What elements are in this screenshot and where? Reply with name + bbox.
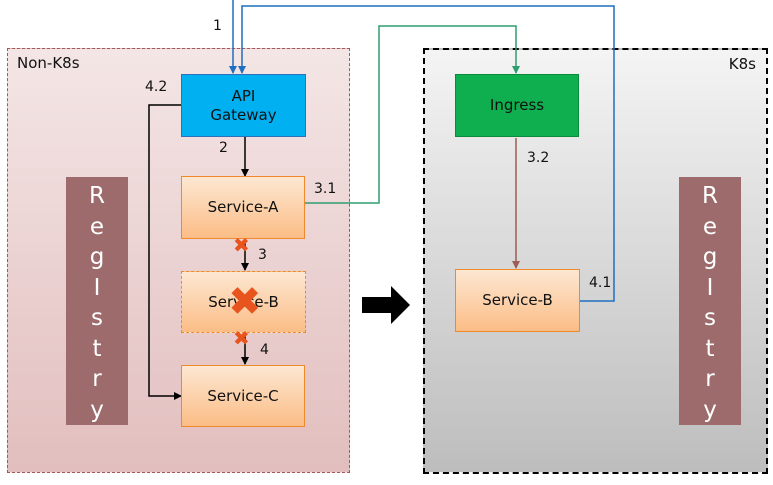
registry-right-letter: I	[706, 274, 714, 301]
registry-right-letter: e	[702, 213, 718, 240]
registry-left-letter: I	[93, 274, 101, 301]
step-label-4-1: 4.1	[589, 275, 612, 291]
registry-left-letter: e	[89, 213, 105, 240]
fail-x-icon: ✖	[228, 279, 262, 325]
registry-left-letter: t	[92, 335, 102, 362]
service-c-node: Service-C	[181, 365, 305, 427]
step-label-2: 2	[219, 140, 228, 156]
registry-left-letter: s	[91, 305, 103, 332]
step-label-3-2: 3.2	[527, 150, 550, 166]
step-label-4-2: 4.2	[145, 79, 168, 95]
step-label-4: 4	[260, 342, 269, 358]
line-service-a-to-ingress	[305, 25, 520, 204]
registry-right-letter: r	[705, 366, 715, 393]
service-b-k8s-node: Service-B	[455, 269, 580, 332]
registry-right-letter: t	[705, 335, 715, 362]
service-b-failed-node: Service-B	[181, 271, 306, 333]
ingress-node: Ingress	[455, 74, 579, 137]
fail-x-icon: ✖	[233, 326, 250, 350]
step-label-3-1: 3.1	[314, 181, 337, 197]
migration-arrow	[362, 286, 410, 324]
registry-right-letter: g	[702, 244, 718, 271]
registry-left-letter: r	[92, 366, 102, 393]
registry-left-letter: g	[89, 244, 105, 271]
step-label-1: 1	[213, 18, 222, 34]
registry-left: R e g I s t r y	[66, 177, 128, 425]
fail-x-icon: ✖	[233, 233, 250, 257]
registry-left-letter: R	[89, 183, 105, 209]
registry-right-letter: y	[703, 396, 717, 423]
non-k8s-label: Non-K8s	[17, 54, 80, 72]
api-gateway-node: API Gateway	[181, 74, 306, 137]
registry-right: R e g I s t r y	[679, 177, 741, 425]
line-gateway-to-service-c	[148, 104, 182, 400]
step-label-3: 3	[258, 247, 267, 263]
service-a-node: Service-A	[181, 176, 305, 239]
line-k8s-service-b-to-gateway	[238, 5, 615, 302]
registry-left-letter: y	[90, 396, 104, 423]
registry-right-letter: s	[704, 305, 716, 332]
registry-right-letter: R	[702, 183, 718, 209]
k8s-label: K8s	[728, 55, 756, 73]
